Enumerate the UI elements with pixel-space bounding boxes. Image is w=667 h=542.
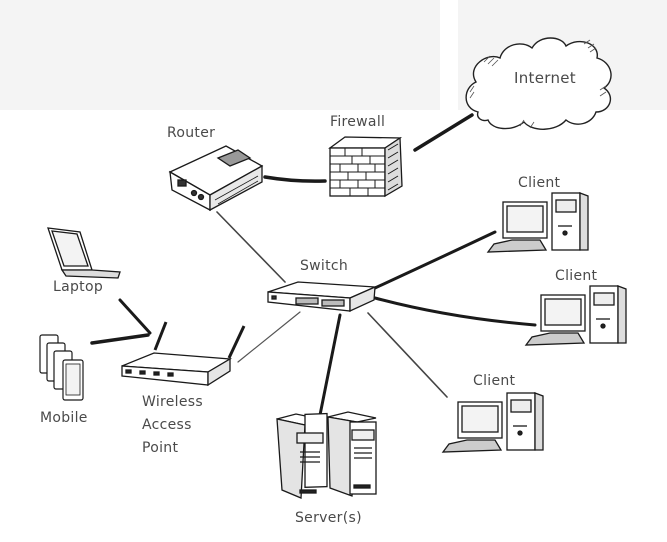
connection-mobile-wap xyxy=(90,333,150,345)
wap-label-line: Point xyxy=(142,440,179,456)
server-towers-icon xyxy=(276,411,377,499)
router-icon xyxy=(168,145,264,212)
desktop-computer-icon xyxy=(441,392,544,453)
cloud-icon xyxy=(465,37,612,130)
connection-router-firewall xyxy=(263,175,327,183)
wireless-access-point-icon xyxy=(121,321,246,387)
router-label: Router xyxy=(167,125,216,141)
connection-router-switch xyxy=(216,211,286,283)
internet-label: Internet xyxy=(514,69,576,87)
client3-label: Client xyxy=(473,373,516,389)
servers-label: Server(s) xyxy=(295,510,362,526)
connection-firewall-internet xyxy=(413,113,474,152)
desktop-computer-icon xyxy=(524,285,627,346)
background-patch xyxy=(0,0,440,110)
brick-wall-icon xyxy=(328,136,403,198)
connection-switch-wap xyxy=(237,311,301,363)
connection-switch-client2 xyxy=(373,296,537,327)
connections xyxy=(90,113,537,417)
switch-icon xyxy=(267,281,376,313)
connection-laptop-wap xyxy=(118,298,152,335)
mobile-label: Mobile xyxy=(40,410,88,426)
connection-switch-servers xyxy=(318,313,342,417)
wap-label-line: Wireless xyxy=(142,394,203,410)
connection-switch-client1 xyxy=(373,230,497,290)
laptop-label: Laptop xyxy=(53,279,104,295)
mobile-phones-icon xyxy=(39,334,84,401)
firewall-label: Firewall xyxy=(330,114,386,130)
client1-label: Client xyxy=(518,175,561,191)
switch-label: Switch xyxy=(300,258,349,274)
wap-label-line: Access xyxy=(142,417,192,433)
connection-switch-client3 xyxy=(367,312,448,398)
desktop-computer-icon xyxy=(486,192,589,253)
wap-label: Wireless Access Point xyxy=(142,391,203,460)
laptop-icon xyxy=(47,227,121,279)
client2-label: Client xyxy=(555,268,598,284)
